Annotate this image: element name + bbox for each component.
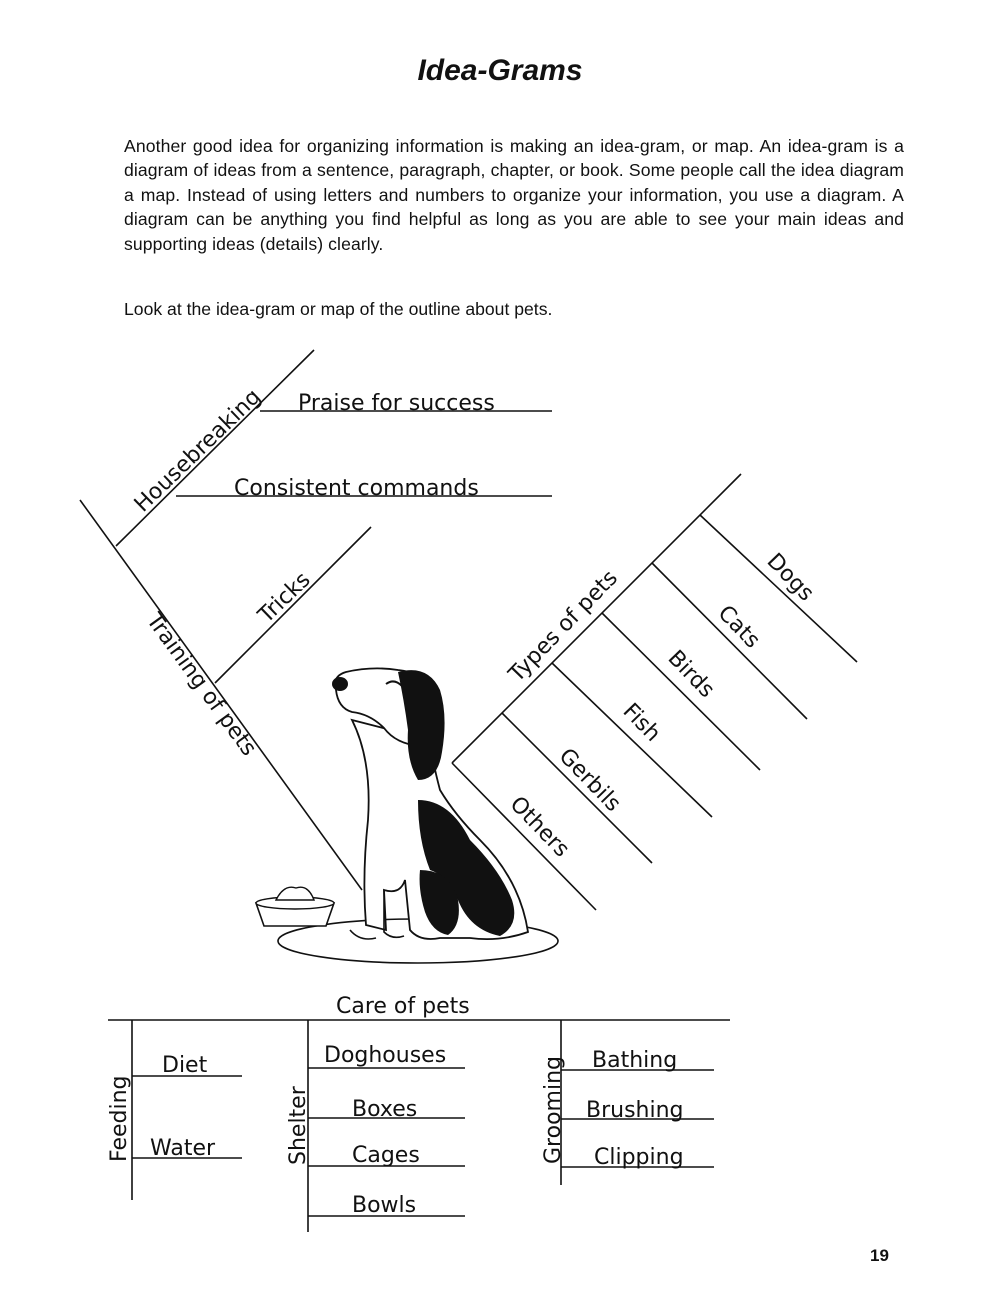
fish-line bbox=[551, 662, 713, 818]
dog-with-bowl-illustration bbox=[254, 667, 559, 964]
dog-front-leg bbox=[383, 890, 405, 939]
gerbils-line bbox=[501, 712, 653, 864]
birds-line bbox=[601, 612, 761, 771]
training-label: Training of pets bbox=[141, 608, 261, 761]
type-item-birds: Birds bbox=[663, 646, 719, 703]
shelter-label: Shelter bbox=[286, 1085, 311, 1165]
dog-nose bbox=[332, 677, 348, 691]
type-item-fish: Fish bbox=[618, 699, 666, 747]
types-label: Types of pets bbox=[504, 566, 623, 688]
grooming-item-clipping: Clipping bbox=[594, 1145, 684, 1170]
feeding-item-water: Water bbox=[150, 1136, 216, 1161]
care-label: Care of pets bbox=[336, 994, 470, 1019]
page-number: 19 bbox=[870, 1246, 889, 1265]
care-branch: Care of pets Feeding Diet Water Shelter … bbox=[107, 994, 730, 1232]
types-main-line bbox=[451, 473, 742, 764]
feeding-label: Feeding bbox=[107, 1075, 132, 1162]
instruction-paragraph: Look at the idea-gram or map of the outl… bbox=[124, 299, 553, 319]
type-item-gerbils: Gerbils bbox=[554, 744, 626, 817]
grooming-item-bathing: Bathing bbox=[592, 1048, 677, 1073]
shelter-item-doghouses: Doghouses bbox=[324, 1043, 446, 1068]
praise-label: Praise for success bbox=[298, 391, 495, 416]
grooming-label: Grooming bbox=[541, 1056, 566, 1164]
type-item-cats: Cats bbox=[713, 601, 765, 654]
dog-patch-hip bbox=[419, 870, 459, 935]
dog-paw bbox=[349, 929, 377, 940]
housebreaking-line bbox=[115, 349, 315, 547]
others-line bbox=[451, 762, 597, 911]
training-main-line bbox=[79, 499, 363, 891]
dog-ear bbox=[398, 670, 445, 780]
grooming-item-brushing: Brushing bbox=[586, 1098, 684, 1123]
intro-paragraph: Another good idea for organizing informa… bbox=[124, 136, 904, 254]
tricks-line bbox=[214, 526, 372, 684]
type-item-dogs: Dogs bbox=[762, 549, 819, 607]
bowl-food bbox=[274, 886, 316, 901]
shelter-item-boxes: Boxes bbox=[352, 1097, 417, 1122]
feeding-item-diet: Diet bbox=[162, 1053, 208, 1078]
commands-label: Consistent commands bbox=[234, 476, 479, 501]
training-branch: Housebreaking Praise for success Consist… bbox=[79, 349, 552, 891]
dog-patch-back bbox=[418, 800, 515, 936]
tricks-label: Tricks bbox=[253, 567, 315, 629]
types-branch: Types of pets Dogs Cats Birds Fish Gerbi… bbox=[451, 473, 858, 911]
shelter-item-cages: Cages bbox=[352, 1143, 420, 1168]
cats-line bbox=[651, 562, 808, 720]
dogs-line bbox=[699, 514, 858, 663]
page-title: Idea-Grams bbox=[417, 54, 583, 87]
dog-eye bbox=[385, 680, 403, 687]
shelter-item-bowls: Bowls bbox=[352, 1193, 416, 1218]
